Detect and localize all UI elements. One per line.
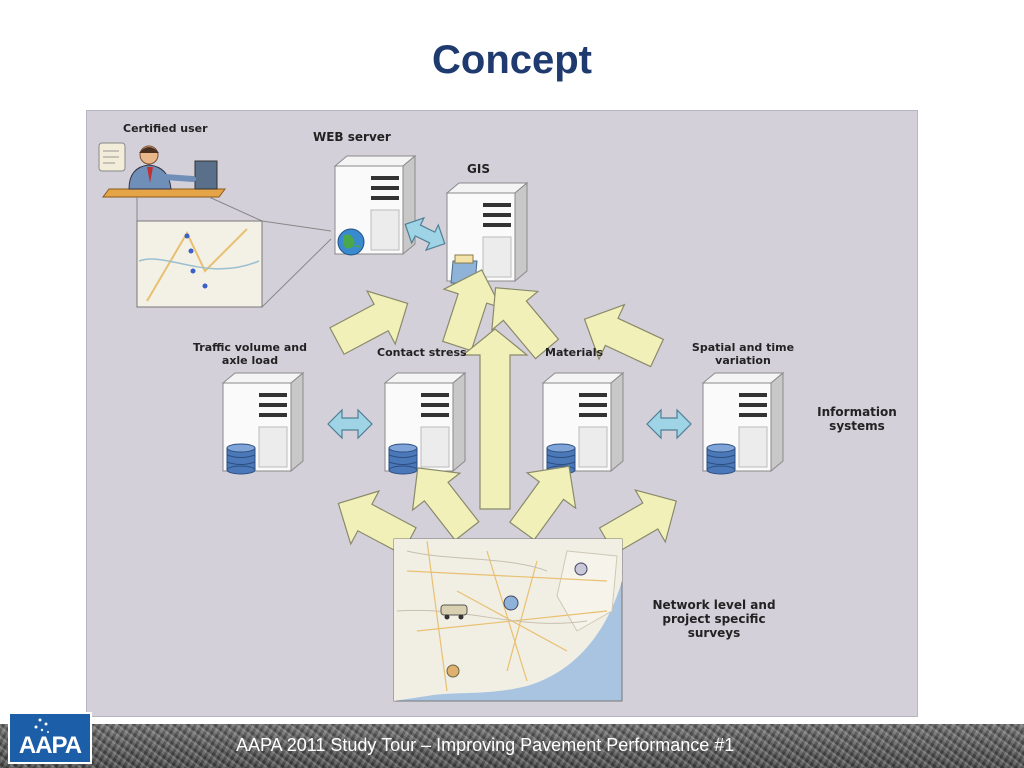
network-surveys-label-line1: Network level and xyxy=(652,598,776,612)
aapa-logo: AAPA xyxy=(8,712,92,764)
contact-stress-label: Contact stress xyxy=(377,346,467,359)
spatial-to-gis-arrow xyxy=(571,291,671,381)
traffic-contact-exchange-arrow xyxy=(327,409,373,439)
web-server-icon xyxy=(334,155,416,256)
contact-stress-server-icon xyxy=(384,372,466,475)
materials-server-icon xyxy=(542,372,624,475)
logo-text: AAPA xyxy=(18,732,82,759)
survey-network-map xyxy=(393,538,623,702)
footer-bar xyxy=(0,724,1024,768)
network-surveys-label: Network level and project specific surve… xyxy=(639,598,789,640)
traffic-volume-label-line1: Traffic volume and xyxy=(193,341,307,354)
gis-label: GIS xyxy=(467,162,490,176)
certified-user-illustration xyxy=(98,142,226,198)
traffic-volume-label-line2: axle load xyxy=(221,353,279,367)
certified-user-label: Certified user xyxy=(123,122,208,135)
traffic-volume-label: Traffic volume and axle load xyxy=(187,341,313,367)
gis-server-icon xyxy=(446,182,528,284)
logo-stars-icon xyxy=(34,718,49,733)
web-server-label: WEB server xyxy=(313,130,391,144)
network-surveys-label-line2: project specific xyxy=(662,611,766,626)
information-systems-label-line1: Information xyxy=(817,405,897,419)
network-surveys-label-line3: surveys xyxy=(687,625,741,640)
survey-to-gis-central-arrow xyxy=(461,328,529,510)
slide-title: Concept xyxy=(432,38,592,82)
materials-label: Materials xyxy=(545,346,604,359)
spatial-time-label-line1: Spatial and time xyxy=(691,341,795,354)
user-map-view xyxy=(136,196,332,308)
spatial-server-icon xyxy=(702,372,784,475)
concept-diagram: Certified user WEB server GIS Traffic vo… xyxy=(86,110,918,717)
traffic-server-icon xyxy=(222,372,304,475)
footer-text: AAPA 2011 Study Tour – Improving Pavemen… xyxy=(236,735,735,755)
diagram-artwork xyxy=(98,142,784,702)
spatial-time-label-line2: variation xyxy=(715,353,771,367)
information-systems-label-line2: systems xyxy=(829,418,885,433)
materials-spatial-exchange-arrow xyxy=(646,409,692,439)
spatial-time-label: Spatial and time variation xyxy=(683,341,803,367)
information-systems-label: Information systems xyxy=(803,405,911,434)
